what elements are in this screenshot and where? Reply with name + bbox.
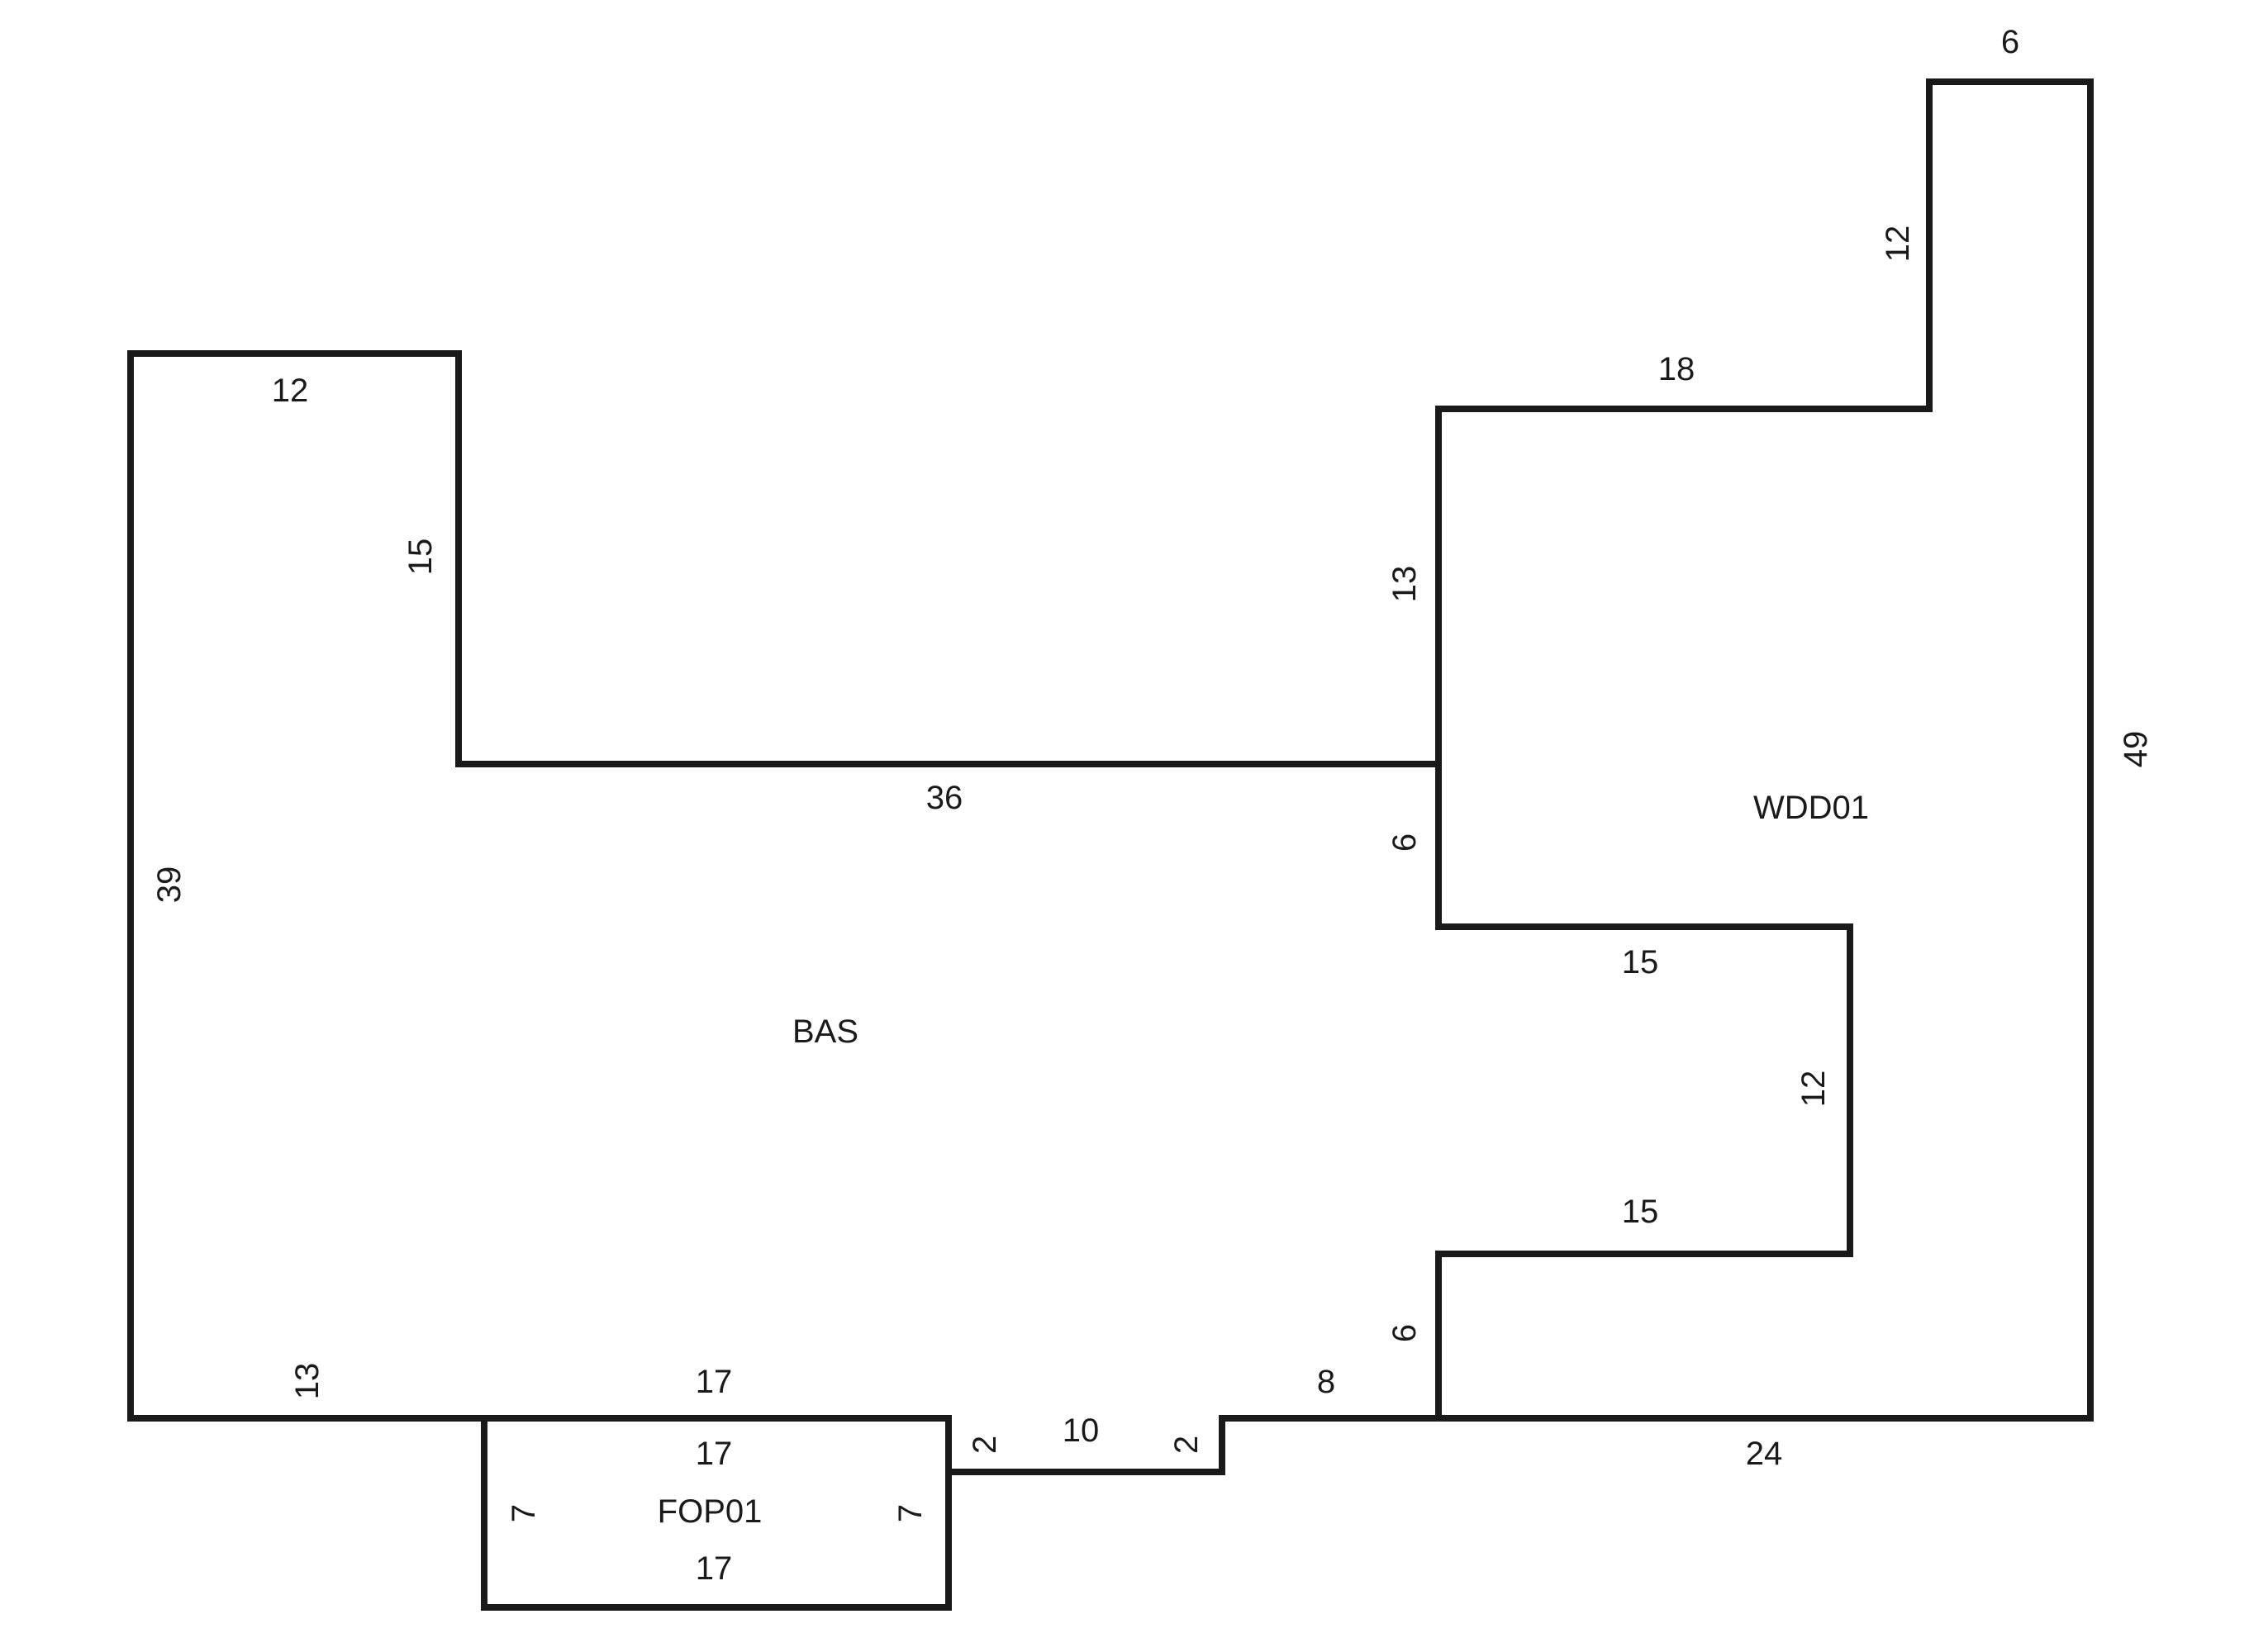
dim-wdd-tower: 12 bbox=[1880, 225, 1916, 263]
dim-bas-step-left: 2 bbox=[967, 1436, 1003, 1454]
dim-wdd-bottom: 24 bbox=[1746, 1436, 1783, 1472]
dim-bas-top-left: 12 bbox=[272, 373, 309, 409]
dim-wdd-right: 49 bbox=[2118, 731, 2154, 768]
wdd01-outline bbox=[1435, 78, 2094, 1422]
dim-bas-left: 39 bbox=[151, 866, 188, 904]
dim-bas-step-right: 2 bbox=[1168, 1436, 1205, 1454]
dim-wdd-left: 13 bbox=[1386, 566, 1423, 603]
dim-bas-inner-vertical: 12 bbox=[1795, 1070, 1832, 1108]
dim-bas-notch-vertical: 15 bbox=[402, 539, 439, 576]
fop01-outline bbox=[481, 1415, 952, 1611]
dim-bas-inner-top: 15 bbox=[1622, 944, 1659, 980]
area-label-fop01: FOP01 bbox=[658, 1493, 763, 1530]
dim-bas-bottom-right: 8 bbox=[1317, 1364, 1335, 1400]
dim-fop-top: 17 bbox=[696, 1436, 733, 1472]
bas-outline bbox=[127, 350, 1853, 1475]
dim-bas-notch-horizontal: 36 bbox=[926, 780, 963, 816]
dim-bas-inner-bottom: 15 bbox=[1622, 1194, 1659, 1230]
dim-fop-bottom: 17 bbox=[696, 1550, 733, 1587]
dim-bas-step-bottom: 10 bbox=[1063, 1412, 1100, 1449]
dim-fop-left: 7 bbox=[506, 1504, 542, 1522]
area-label-wdd01: WDD01 bbox=[1753, 790, 1869, 826]
dim-wdd-shoulder: 18 bbox=[1658, 351, 1695, 387]
dim-bas-right-upper: 6 bbox=[1386, 833, 1423, 852]
dim-bas-bottom-left: 13 bbox=[289, 1363, 326, 1400]
area-label-bas: BAS bbox=[792, 1014, 858, 1050]
dim-fop-right: 7 bbox=[892, 1504, 929, 1522]
dim-bas-right-lower: 6 bbox=[1386, 1324, 1423, 1342]
dim-wdd-top: 6 bbox=[2001, 24, 2019, 60]
dim-bas-bottom-porch: 17 bbox=[696, 1364, 733, 1400]
